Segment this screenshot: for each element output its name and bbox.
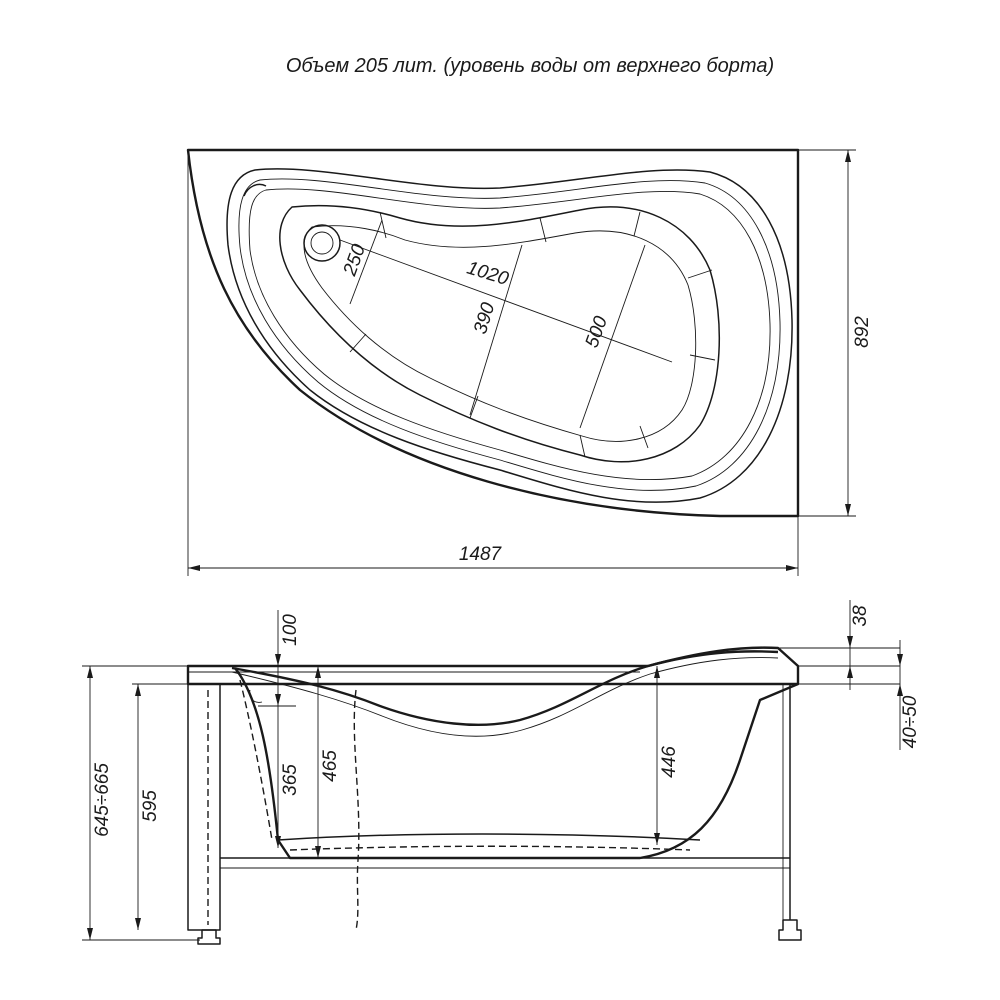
drain-inner [310, 231, 334, 255]
side-inner-profile [231, 650, 779, 727]
dim-label-465: 465 [320, 750, 341, 782]
side-bath-body [234, 667, 799, 860]
dim-arrow [87, 928, 93, 940]
plan-outer-rim [186, 148, 800, 518]
dim-arrow [786, 565, 798, 571]
dim-label-892: 892 [852, 316, 873, 348]
plan-rim-contour-1 [226, 168, 793, 503]
side-rim [186, 646, 800, 686]
plan-view: 1020 250 390 500 1487 892 [186, 148, 873, 576]
side-floor-dash [289, 845, 691, 851]
side-overflow [249, 689, 263, 703]
dim-label-100: 100 [280, 614, 301, 646]
dim-line-390 [469, 244, 523, 416]
dim-arrow [847, 636, 853, 648]
dim-label-40-50: 40÷50 [900, 695, 921, 748]
dim-arrow [188, 565, 200, 571]
plan-rim-contour-2 [238, 178, 781, 491]
dim-label-645-665: 645÷665 [92, 763, 113, 837]
dim-line-1020 [339, 239, 673, 363]
drain-outer [303, 224, 341, 262]
overflow-mark [243, 183, 267, 197]
dim-label-1020: 1020 [464, 258, 511, 291]
dim-arrow [275, 654, 281, 666]
plan-basin-outline [279, 204, 721, 463]
foot-left [197, 929, 221, 945]
side-inner-profile-2 [231, 657, 779, 737]
dim-label-390: 390 [470, 300, 499, 337]
dim-arrow [897, 684, 903, 696]
dim-arrow [845, 504, 851, 516]
side-floor [277, 833, 701, 841]
dim-label-365: 365 [280, 764, 301, 796]
side-hidden-left [239, 679, 273, 841]
dim-label-38: 38 [850, 605, 871, 627]
drawing-title: Объем 205 лит. (уровень воды от верхнего… [286, 55, 774, 77]
plan-basin-floor [303, 225, 697, 442]
dim-line-500 [579, 244, 646, 429]
dim-arrow [275, 694, 281, 706]
side-view: 38 40÷50 100 365 465 446 595 [82, 600, 921, 945]
dim-label-250: 250 [339, 241, 370, 279]
dim-label-446: 446 [659, 746, 680, 778]
dim-arrow [845, 150, 851, 162]
dim-arrow [275, 836, 281, 848]
side-panel-left [187, 684, 221, 931]
dim-arrow [87, 666, 93, 678]
side-hidden-center [353, 689, 360, 931]
dim-arrow [847, 666, 853, 678]
dim-arrow [135, 684, 141, 696]
dim-arrow [654, 666, 660, 678]
dim-line-250 [349, 219, 383, 305]
plan-basin-segments [349, 211, 716, 458]
dim-arrow [315, 666, 321, 678]
foot-right [778, 919, 802, 941]
plan-rim-contour-3 [248, 188, 771, 481]
dim-label-1487: 1487 [459, 544, 503, 565]
dim-label-595: 595 [140, 790, 161, 822]
dim-arrow [135, 918, 141, 930]
dim-label-500: 500 [582, 313, 613, 350]
dim-arrow [897, 654, 903, 666]
dim-arrow [315, 846, 321, 858]
dim-arrow [654, 833, 660, 845]
